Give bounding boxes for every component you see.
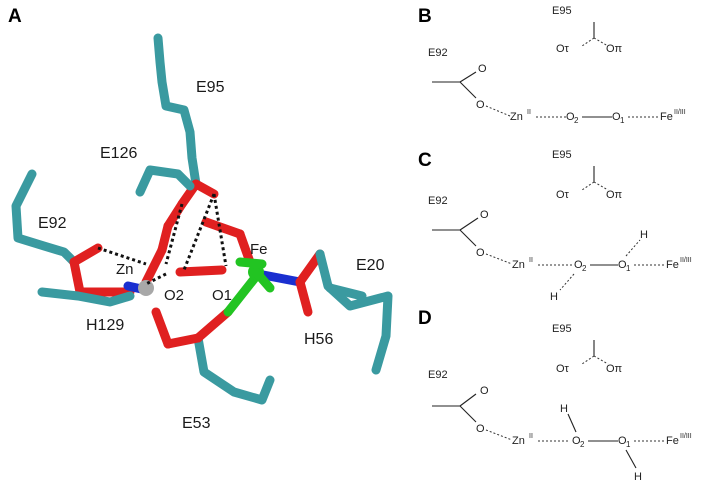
d-label-e92: E92 [428,369,448,381]
b-label-e92: E92 [428,47,448,59]
residue-e53-sticks [151,307,275,405]
b-label-o-b: O [476,99,485,111]
coordination-dashes [97,193,228,286]
d-label-e95: E95 [552,323,572,335]
c-label-opi: Oπ [606,189,623,201]
d-label-zn-ox: II [529,433,533,440]
label-e92: E92 [38,215,67,232]
d-label-o2: O [572,435,581,447]
zinc-atom [138,280,154,296]
label-e53: E53 [182,415,211,432]
panel-label-c: C [418,150,432,171]
b-label-zn-ox: II [527,109,531,116]
label-h129: H129 [86,317,124,334]
label-o1: O1 [212,287,232,304]
label-e20: E20 [356,257,385,274]
label-zn: Zn [116,261,134,278]
d-label-fe-ox: II/III [680,433,692,440]
panel-label-a: A [8,6,22,27]
d-label-h-b: H [634,471,642,483]
b-label-zn: Zn [510,111,523,123]
d-label-h-a: H [560,403,568,415]
d-label-o2-sub: 2 [580,440,585,449]
label-o2: O2 [164,287,184,304]
c-label-o2-sub: 2 [582,264,587,273]
b-label-o1: O [612,111,621,123]
bridge-sticks [141,217,255,287]
c-label-o1: O [618,259,627,271]
c-label-h-b: H [640,229,648,241]
label-e95: E95 [196,79,225,96]
panel-b: B E95 Oτ Oπ E92 O O Zn II O 2 O 1 Fe II/… [418,5,686,125]
c-label-h-a: H [550,291,558,303]
c-label-otau: Oτ [556,189,570,201]
d-label-o-a: O [480,385,489,397]
residue-e20-h56-sticks [223,249,393,375]
c-label-e95: E95 [552,149,572,161]
label-e126: E126 [100,145,137,162]
b-label-e95: E95 [552,5,572,17]
d-label-o1: O [618,435,627,447]
residue-e92-sticks [11,169,135,297]
d-label-fe: Fe [666,435,679,447]
residue-e126-sticks [135,165,195,255]
c-label-o-a: O [480,209,489,221]
d-label-otau: Oτ [556,363,570,375]
c-label-o1-sub: 1 [626,264,631,273]
label-fe: Fe [250,241,268,258]
b-label-o2-sub: 2 [574,116,579,125]
c-label-zn-ox: II [529,257,533,264]
d-label-opi: Oπ [606,363,623,375]
b-label-fe-ox: II/III [674,109,686,116]
b-label-o2: O [566,111,575,123]
c-label-e92: E92 [428,195,448,207]
c-label-fe-ox: II/III [680,257,692,264]
panel-label-d: D [418,308,432,329]
c-label-fe: Fe [666,259,679,271]
c-label-o-b: O [476,247,485,259]
d-label-o-b: O [476,423,485,435]
c-label-zn: Zn [512,259,525,271]
panel-d: D E95 Oτ Oπ E92 O O Zn II O 2 H O 1 H Fe… [418,308,692,483]
c-label-o2: O [574,259,583,271]
label-h56: H56 [304,331,333,348]
b-label-o-a: O [478,63,487,75]
b-label-o1-sub: 1 [620,116,625,125]
panel-c: C E95 Oτ Oπ E92 O O Zn II O 2 H O 1 H Fe… [418,149,692,303]
panel-label-b: B [418,6,432,27]
b-label-otau: Oτ [556,43,570,55]
d-label-o1-sub: 1 [626,440,631,449]
b-label-opi: Oπ [606,43,623,55]
b-label-fe: Fe [660,111,673,123]
d-label-zn: Zn [512,435,525,447]
panel-a: A [8,6,393,432]
